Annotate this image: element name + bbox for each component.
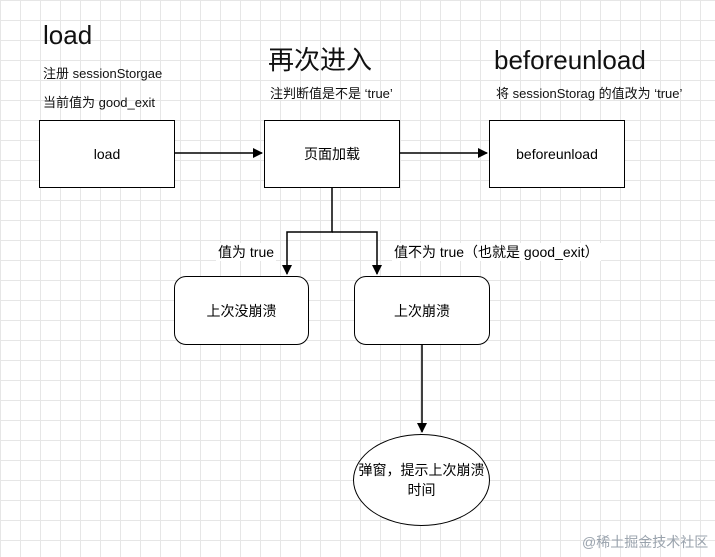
page-load-box-label: 页面加载 <box>304 146 360 162</box>
load-box[interactable]: load <box>39 120 175 188</box>
page-load-box[interactable]: 页面加载 <box>264 120 400 188</box>
beforeunload-box-label: beforeunload <box>516 146 598 162</box>
crashed-box-label: 上次崩溃 <box>394 302 450 319</box>
load-heading: load <box>43 20 93 50</box>
edge-label-value-not-true: 值不为 true（也就是 good_exit） <box>392 243 601 261</box>
beforeunload-note-set-true: 将 sessionStorag 的值改为 ‘true’ <box>496 86 683 101</box>
not-crashed-box[interactable]: 上次没崩溃 <box>174 276 309 345</box>
popup-label-line2: 时间 <box>407 482 436 498</box>
arrow-page-load-to-not-crashed <box>282 186 333 275</box>
not-crashed-box-label: 上次没崩溃 <box>206 302 277 319</box>
load-note-register: 注册 sessionStorgae <box>43 66 163 81</box>
arrow-page-load-to-crashed <box>332 231 382 275</box>
load-box-label: load <box>93 146 121 162</box>
crashed-box[interactable]: 上次崩溃 <box>354 276 490 345</box>
popup-ellipse[interactable]: 弹窗，提示上次崩溃 时间 <box>353 434 490 526</box>
edge-label-value-true: 值为 true <box>216 243 277 261</box>
beforeunload-heading: beforeunload <box>494 45 646 75</box>
load-note-current-value: 当前值为 good_exit <box>43 95 155 110</box>
reenter-heading: 再次进入 <box>268 45 373 75</box>
popup-ellipse-text: 弹窗，提示上次崩溃 时间 <box>354 460 489 500</box>
watermark-text: @稀土掘金技术社区 <box>582 534 709 550</box>
reenter-note-check: 注判断值是不是 ‘true’ <box>270 86 393 101</box>
beforeunload-box[interactable]: beforeunload <box>489 120 625 188</box>
popup-label-line1: 弹窗，提示上次崩溃 <box>358 462 485 478</box>
